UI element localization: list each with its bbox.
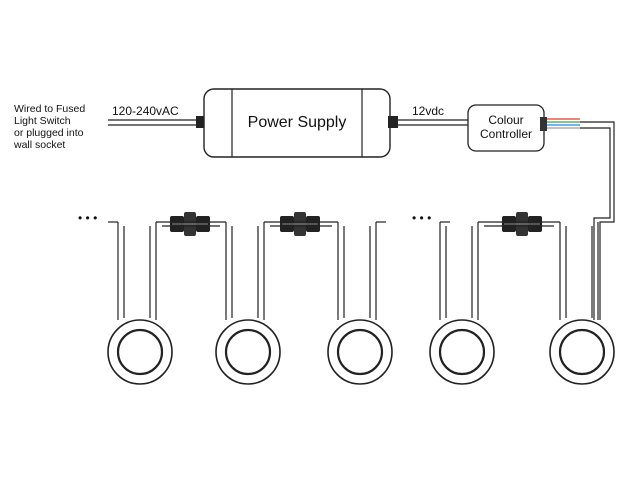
light-chain-wire	[580, 121, 615, 320]
inline-connector	[502, 212, 542, 236]
light-inner-ring	[438, 328, 486, 376]
colour-controller: Colour Controller	[467, 104, 547, 152]
downlight	[107, 222, 173, 385]
output-voltage-label: 12vdc	[412, 104, 444, 118]
light-inner-ring	[336, 328, 384, 376]
rgb-wires	[547, 118, 580, 129]
mains-input-wire	[108, 119, 196, 126]
continuation-dots-mid: • • •	[412, 211, 431, 225]
light-inner-ring	[558, 328, 606, 376]
power-supply: Power Supply	[196, 88, 398, 158]
inline-connectors	[170, 212, 542, 236]
source-line-2: Light Switch	[14, 115, 71, 127]
controller-rgb-port	[540, 117, 547, 131]
source-note: Wired to Fused Light Switch or plugged i…	[13, 103, 85, 151]
power-supply-input-connector	[196, 116, 206, 128]
continuation-dots-left: • • •	[78, 211, 97, 225]
light-inner-ring	[116, 328, 164, 376]
power-supply-output-connector	[388, 116, 398, 128]
controller-line-2: Controller	[480, 127, 532, 141]
power-supply-label: Power Supply	[248, 114, 347, 131]
source-line-3: or plugged into	[14, 127, 84, 139]
downlight	[429, 222, 495, 385]
source-line-4: wall socket	[13, 139, 65, 151]
inline-connector	[280, 212, 320, 236]
source-line-1: Wired to Fused	[14, 103, 85, 115]
downlights	[107, 221, 615, 385]
downlight	[215, 222, 281, 385]
light-inner-ring	[224, 328, 272, 376]
downlight	[549, 222, 615, 385]
input-voltage-label: 120-240vAC	[112, 104, 179, 118]
controller-line-1: Colour	[488, 113, 523, 127]
dc-wire	[398, 119, 468, 126]
inline-connector	[170, 212, 210, 236]
downlight	[327, 222, 393, 385]
